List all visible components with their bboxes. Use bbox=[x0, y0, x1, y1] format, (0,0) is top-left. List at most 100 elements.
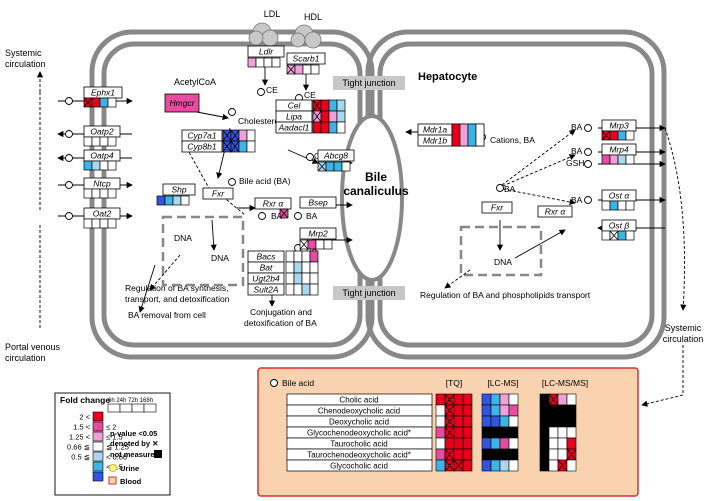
acid-0-g1-c1 bbox=[490, 393, 501, 406]
abcg8-gene-label: Abcg8 bbox=[323, 151, 348, 161]
conjugation-2: detoxification of BA bbox=[244, 318, 317, 328]
sult2a-gene-box bbox=[247, 283, 285, 296]
acid-3-g0-c3 bbox=[462, 426, 473, 439]
legend-pvalue: p-value <0.05 bbox=[110, 429, 157, 438]
hmgcr-gene-label: Hmgcr bbox=[169, 98, 195, 108]
cyp8b1-gene-label: Cyp8b1 bbox=[187, 142, 217, 152]
shp-cell-3 bbox=[180, 195, 190, 206]
acid-4-g1-c1 bbox=[490, 437, 501, 450]
mdr-cell-3 bbox=[475, 123, 485, 147]
portal-venous-2: circulation bbox=[5, 353, 46, 363]
acid-6-g2-c0 bbox=[539, 459, 550, 472]
acid-0-g2-c0 bbox=[539, 393, 550, 406]
acid-1-g2-c0 bbox=[539, 404, 550, 417]
dna-right: DNA bbox=[494, 257, 512, 267]
acid-1-g2-c1 bbox=[548, 404, 559, 417]
ntcp-cell-0 bbox=[83, 188, 93, 199]
ldlr-gene-label: Ldlr bbox=[259, 47, 274, 57]
tight-junction-bottom: Tight junction bbox=[342, 288, 395, 298]
conj-cell-0-3 bbox=[309, 250, 319, 263]
bile-acid-key: Bile acid bbox=[282, 378, 314, 388]
scarb1-cell-3 bbox=[310, 64, 320, 75]
legend-swatch-4 bbox=[92, 451, 104, 462]
bile-acid-panel: Bile acid [TQ] [LC-MS] [LC-MS/MS] Cholic… bbox=[257, 367, 639, 497]
fxr-gene-box bbox=[202, 187, 234, 200]
shp-gene-label: Shp bbox=[171, 185, 186, 195]
reg-left-1: Regulation of BA synthesis, bbox=[125, 283, 228, 293]
acid-5-g1-c1 bbox=[490, 448, 501, 461]
acid-name-4: Taurocholic acid bbox=[330, 440, 387, 449]
acid-2-g0-c2 bbox=[453, 415, 464, 428]
tight-junction-top: Tight junction bbox=[342, 78, 395, 88]
ce-label-1: CE bbox=[266, 85, 278, 95]
acid-2-g0-c3 bbox=[462, 415, 473, 428]
acid-4-g0-c3 bbox=[462, 437, 473, 450]
rxra_r-gene-box bbox=[537, 205, 573, 218]
cyp-cell-6 bbox=[238, 140, 248, 153]
legend: Fold change 6h 24h 72h 168h 2 <1.5 <≤ 21… bbox=[54, 392, 171, 496]
acid-3-g2-c1 bbox=[548, 426, 559, 439]
shp-gene-box bbox=[162, 183, 196, 196]
acid-0-g2-c3 bbox=[566, 393, 577, 406]
acid-name-6: Glycocholic acid bbox=[330, 462, 388, 471]
acid-3-g0-c0 bbox=[435, 426, 446, 439]
acid-4-g2-c3 bbox=[566, 437, 577, 450]
ostb-cell-3 bbox=[625, 230, 635, 241]
mdr1b-gene-label: Mdr1b bbox=[423, 136, 447, 146]
ba-bsep-label: BA bbox=[306, 211, 318, 221]
acid-name-5: Taurochenodeoxycholic acid* bbox=[307, 451, 411, 460]
conj-cell-0-2 bbox=[301, 250, 311, 263]
rxra-gene-label: Rxr α bbox=[263, 199, 285, 209]
conj-cell-3-2 bbox=[301, 283, 311, 296]
osta-cell-0 bbox=[601, 200, 611, 211]
acid-4-g0-c0 bbox=[435, 437, 446, 450]
legend-title: Fold change bbox=[60, 395, 110, 405]
acid-name-0: Cholic acid bbox=[339, 396, 378, 405]
mrp4-cell-2 bbox=[617, 154, 627, 165]
ntcp-cell-2 bbox=[99, 188, 109, 199]
acid-6-g1-c0 bbox=[481, 459, 492, 472]
systemic-circulation-right-2: circulation bbox=[663, 334, 704, 344]
ldl-particle bbox=[248, 22, 279, 47]
acid-6-g1-c2 bbox=[499, 459, 510, 472]
mdr-cell-0 bbox=[451, 123, 461, 147]
ostb-cell-0 bbox=[601, 230, 611, 241]
conj-cell-3-0 bbox=[285, 283, 295, 296]
ntcp-cell-3 bbox=[107, 188, 117, 199]
gsh-label: GSH bbox=[566, 158, 584, 168]
legend-swatch-2 bbox=[92, 431, 104, 442]
oat2-cell-1 bbox=[91, 218, 101, 229]
ba-mrp4-label: BA bbox=[571, 146, 583, 156]
cel-cell-1-2 bbox=[328, 110, 338, 123]
acid-5-g2-c2 bbox=[557, 448, 568, 461]
acid-6-g0-c3 bbox=[462, 459, 473, 472]
cel-cell-2-2 bbox=[328, 121, 338, 134]
systemic-circulation-left-2: circulation bbox=[5, 59, 46, 69]
scarb1-cell-2 bbox=[302, 64, 312, 75]
legend-timepoints: 6h 24h 72h 168h bbox=[108, 398, 153, 404]
mrp3-gene-label: Mrp3 bbox=[609, 121, 629, 131]
acid-5-g0-c0 bbox=[435, 448, 446, 461]
acid-2-g2-c0 bbox=[539, 415, 550, 428]
portal-venous-1: Portal venous bbox=[5, 342, 61, 352]
mdr-cell-2 bbox=[467, 123, 477, 147]
conj-cell-3-3 bbox=[309, 283, 319, 296]
acid-1-g2-c2 bbox=[557, 404, 568, 417]
ba-mrp3-label: BA bbox=[571, 122, 583, 132]
hmgcr-gene-box bbox=[164, 93, 200, 113]
conj-cell-2-0 bbox=[285, 272, 295, 285]
acid-1-g0-c2 bbox=[453, 404, 464, 417]
acid-4-g1-c3 bbox=[508, 437, 519, 450]
bile-acid-ba-label: Bile acid (BA) bbox=[239, 176, 291, 186]
acid-4-g1-c2 bbox=[499, 437, 510, 450]
ldlr-cell-2 bbox=[263, 57, 273, 68]
oat2-cell-3 bbox=[107, 218, 117, 229]
legend-label-2: 1.25 < bbox=[69, 433, 91, 442]
reg-left-2: transport, and detoxification bbox=[125, 294, 230, 304]
scarb1-gene-box bbox=[286, 52, 326, 65]
oatp2-cell-1 bbox=[91, 136, 101, 147]
ba-removal-label: BA removal from cell bbox=[128, 310, 206, 320]
ostb-gene-label: Ost β bbox=[609, 221, 630, 231]
bacs-gene-label: Bacs bbox=[257, 252, 277, 262]
